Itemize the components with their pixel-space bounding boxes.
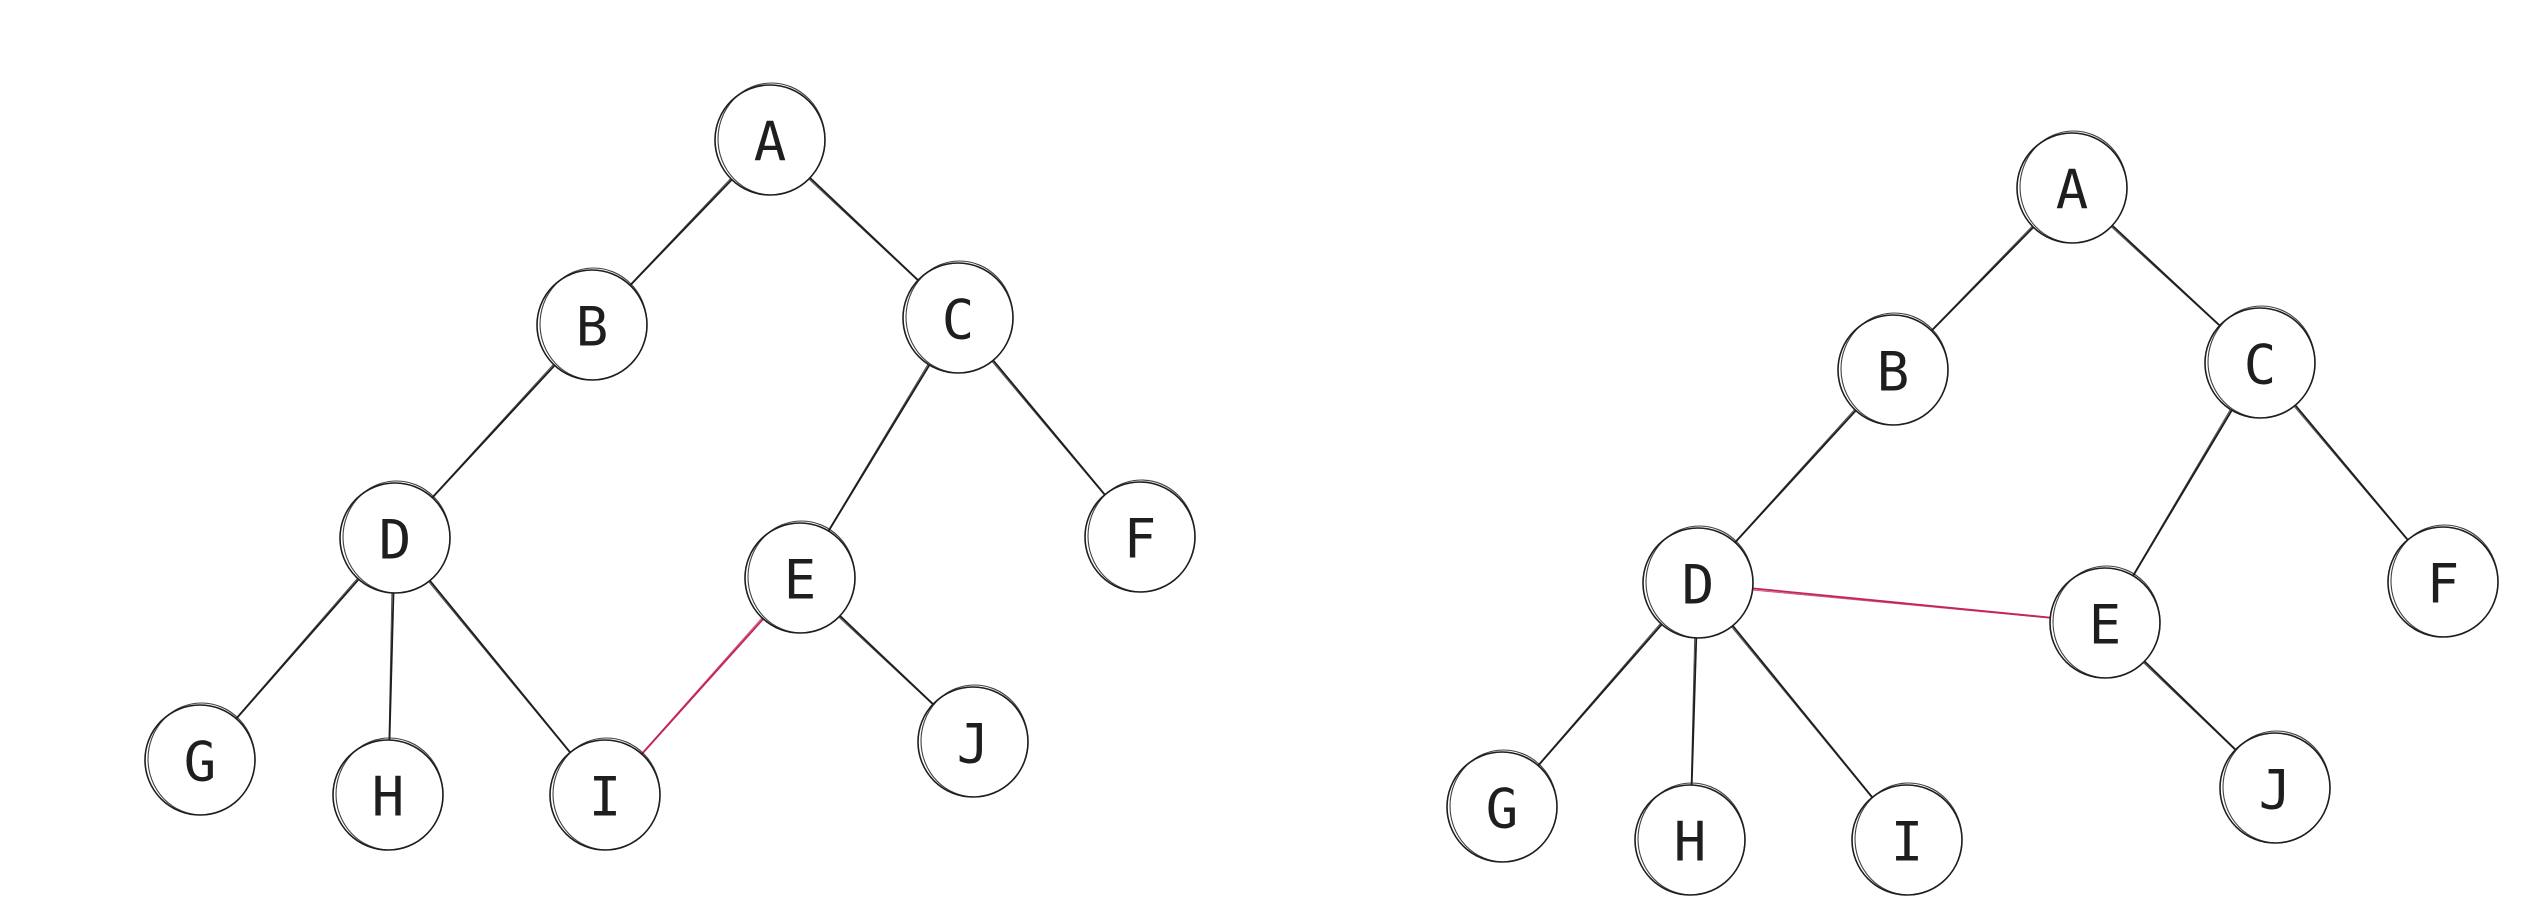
right-tree: A B C D E F G H I J — [1446, 130, 2499, 896]
left-tree: A B C D E F G H I J — [144, 82, 1196, 851]
right-edge-d-i — [1730, 624, 1874, 799]
right-node-label-i: I — [1891, 811, 1924, 874]
left-node-label-h: H — [372, 766, 405, 829]
right-node-label-a: A — [2056, 159, 2089, 222]
left-node-label-j: J — [957, 713, 990, 776]
left-node-label-b: B — [576, 296, 609, 359]
right-node-label-e: E — [2089, 594, 2122, 657]
right-edge-c-e — [2132, 408, 2233, 577]
right-node-a: A — [2016, 130, 2128, 244]
right-edge-a-c — [2110, 224, 2221, 327]
right-node-f: F — [2387, 524, 2499, 638]
left-node-label-a: A — [754, 111, 787, 174]
right-edge-c-f — [2293, 404, 2409, 541]
right-node-label-g: G — [1486, 778, 1519, 841]
right-node-e: E — [2049, 565, 2161, 679]
right-edge-d-g — [1537, 622, 1663, 767]
left-node-f: F — [1084, 479, 1196, 593]
left-node-label-d: D — [379, 509, 412, 572]
left-node-j: J — [917, 684, 1029, 798]
right-node-h: H — [1634, 782, 1746, 896]
right-edge-d-h — [1690, 637, 1698, 786]
left-node-g: G — [144, 702, 256, 816]
left-node-a: A — [714, 82, 826, 196]
right-node-label-c: C — [2244, 334, 2277, 397]
left-node-label-g: G — [184, 731, 217, 794]
right-node-j: J — [2219, 730, 2331, 844]
left-edge-a-b — [629, 178, 733, 287]
right-node-d: D — [1642, 525, 1754, 639]
left-node-b: B — [536, 267, 648, 381]
left-tree-edges — [235, 176, 1106, 755]
left-edge-c-f — [991, 359, 1106, 496]
right-tree-nodes: A B C D E F G H I J — [1446, 130, 2499, 896]
left-edge-a-c — [808, 176, 919, 282]
left-node-label-e: E — [784, 549, 817, 612]
right-node-c: C — [2204, 305, 2316, 419]
right-edge-a-b — [1930, 225, 2035, 332]
left-node-label-f: F — [1124, 508, 1157, 571]
right-tree-edges — [1537, 224, 2409, 799]
right-node-label-d: D — [1682, 554, 1715, 617]
left-node-i: I — [549, 737, 661, 851]
left-node-label-i: I — [589, 766, 622, 829]
left-tree-nodes: A B C D E F G H I J — [144, 82, 1196, 851]
right-edge-e-j — [2142, 660, 2237, 751]
right-node-i: I — [1851, 782, 1963, 896]
right-edge-b-d — [1734, 408, 1857, 544]
right-node-g: G — [1446, 749, 1558, 863]
left-edge-b-d — [431, 363, 556, 499]
right-node-label-f: F — [2427, 553, 2460, 616]
left-node-h: H — [332, 737, 444, 851]
right-node-label-h: H — [1674, 811, 1707, 874]
left-edge-e-j — [838, 614, 934, 706]
left-node-label-c: C — [942, 289, 975, 352]
right-node-label-b: B — [1877, 341, 1910, 404]
left-edge-d-i — [428, 579, 572, 754]
left-edge-c-e — [827, 363, 931, 532]
right-node-b: B — [1837, 312, 1949, 426]
left-node-e: E — [744, 520, 856, 634]
left-node-d: D — [339, 480, 451, 594]
left-node-c: C — [902, 260, 1014, 374]
left-edge-d-g — [235, 577, 360, 720]
left-edge-e-i — [640, 617, 765, 755]
right-edge-d-e — [1751, 587, 2052, 619]
right-node-label-j: J — [2259, 759, 2292, 822]
left-edge-d-h — [388, 592, 395, 741]
